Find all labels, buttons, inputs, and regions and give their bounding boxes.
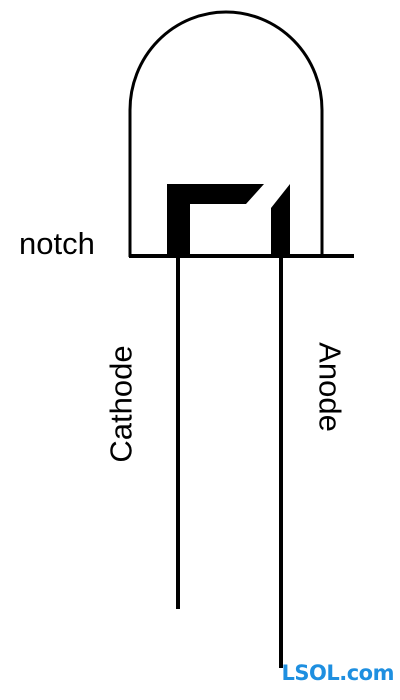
notch-label: notch: [19, 226, 95, 261]
watermark-logo: LSOL.com: [281, 661, 395, 685]
anode-post: [271, 184, 290, 256]
cathode-anvil: [167, 184, 264, 256]
anode-label: Anode: [312, 342, 348, 432]
led-dome-outline: [128, 10, 324, 257]
cathode-label: Cathode: [103, 345, 139, 463]
